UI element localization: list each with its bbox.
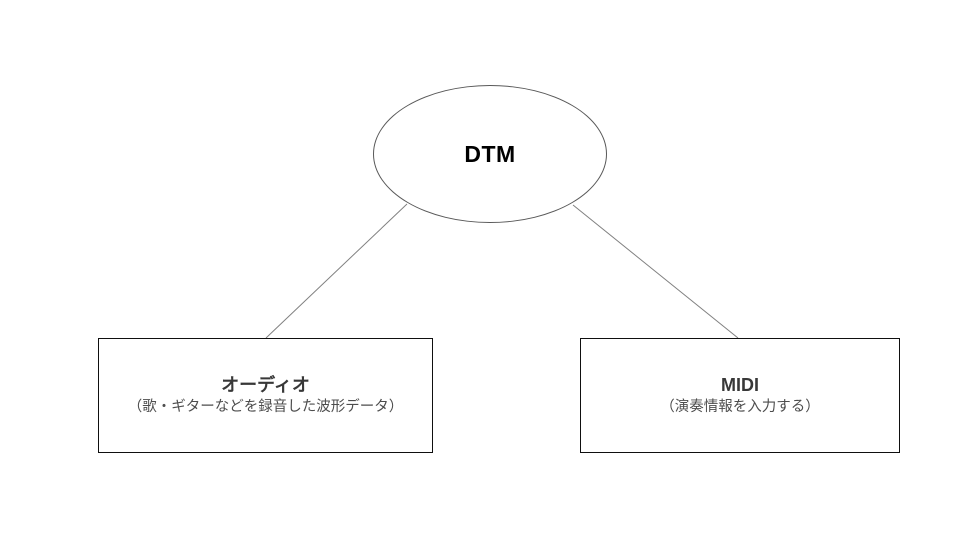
node-audio-title: オーディオ	[221, 374, 310, 395]
node-midi: MIDI （演奏情報を入力する）	[580, 338, 900, 453]
node-audio-subtitle: （歌・ギターなどを録音した波形データ）	[127, 399, 404, 416]
connector-line-dtm-audio	[265, 203, 408, 339]
node-midi-subtitle: （演奏情報を入力する）	[660, 399, 820, 416]
node-midi-title: MIDI	[721, 374, 759, 395]
root-node-dtm: DTM	[373, 85, 607, 223]
root-node-label: DTM	[464, 140, 516, 167]
node-audio: オーディオ （歌・ギターなどを録音した波形データ）	[98, 338, 433, 453]
connector-line-dtm-midi	[572, 204, 739, 339]
